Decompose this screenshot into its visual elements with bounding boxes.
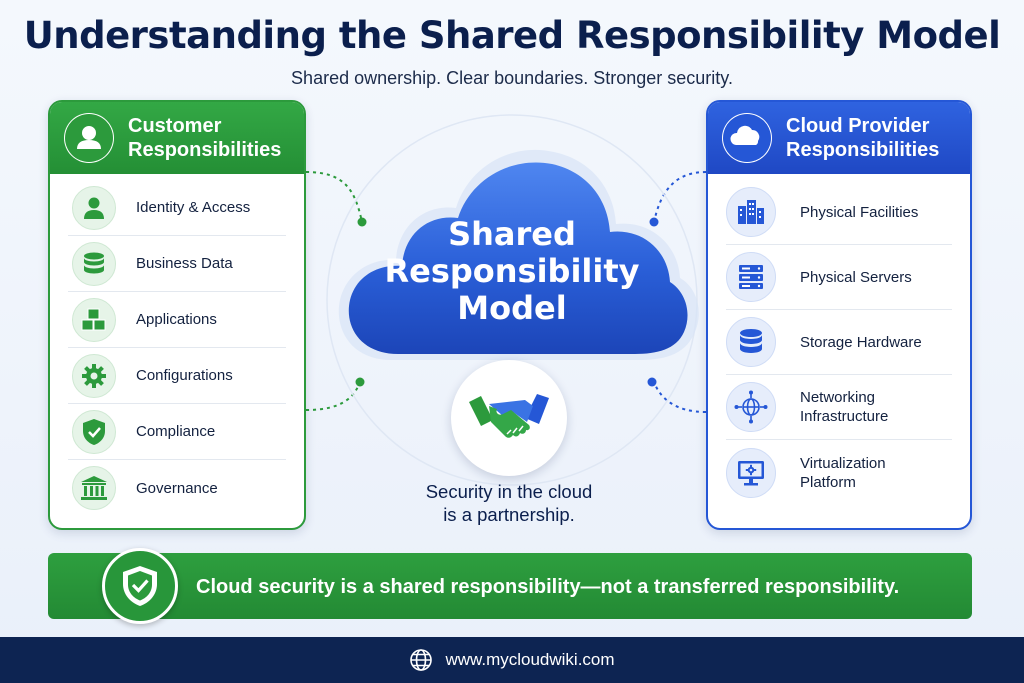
customer-item-identity: Identity & Access [68, 180, 286, 236]
handshake-icon [451, 360, 567, 476]
provider-item-label: Virtualization Platform [800, 454, 886, 492]
customer-item-applications: Applications [68, 292, 286, 348]
partnership-tagline: Security in the cloud is a partnership. [0, 480, 1018, 526]
network-globe-icon [726, 382, 776, 432]
shield-check-icon [102, 548, 178, 624]
customer-item-compliance: Compliance [68, 404, 286, 460]
footer: www.mycloudwiki.com [0, 637, 1024, 683]
database-icon [72, 241, 116, 286]
provider-item-label-line2: Infrastructure [800, 408, 889, 425]
customer-item-label: Applications [136, 311, 217, 328]
user-icon [72, 185, 116, 230]
storage-icon [726, 317, 776, 367]
provider-item-label: Networking Infrastructure [800, 388, 888, 426]
customer-item-label: Governance [136, 479, 218, 497]
cubes-icon [72, 297, 116, 342]
provider-item-label: Physical Facilities [800, 203, 919, 221]
customer-item-label: Business Data [136, 255, 233, 272]
tagline-line2: is a partnership. [443, 504, 575, 525]
provider-item-label: Storage Hardware [800, 333, 922, 351]
provider-heading-line1: Cloud Provider [786, 115, 930, 137]
cloud-title-line2: Responsibility [384, 252, 640, 290]
tagline-line1: Security in the cloud [425, 481, 593, 502]
provider-heading-line2: Responsibilities [786, 139, 940, 161]
shield-check-icon [72, 409, 116, 454]
provider-item-physical-facilities: Physical Facilities [726, 180, 952, 245]
customer-responsibilities-panel: Customer Responsibilities Identity & Acc… [48, 100, 306, 530]
provider-item-label-line1: Networking [800, 389, 876, 406]
customer-heading-line2: Responsibilities [128, 139, 282, 161]
cloud-title-line1: Shared [448, 215, 576, 253]
customer-item-label: Compliance [136, 423, 216, 440]
customer-heading-line1: Customer [128, 115, 222, 137]
customer-item-configurations: Configurations [68, 348, 286, 404]
footer-url[interactable]: www.mycloudwiki.com [445, 650, 615, 669]
customer-item-business-data: Business Data [68, 236, 286, 292]
cloud-icon [722, 113, 772, 163]
banner-text: Cloud security is a shared responsibilit… [196, 576, 900, 598]
shared-model-cloud [338, 149, 699, 360]
provider-item-storage-hardware: Storage Hardware [726, 310, 952, 375]
customer-panel-header: Customer Responsibilities [50, 102, 304, 174]
globe-icon [409, 648, 433, 672]
provider-item-virtualization: Virtualization Platform [726, 440, 952, 505]
building-icon [726, 187, 776, 237]
provider-responsibilities-panel: Cloud Provider Responsibilities Physical… [706, 100, 972, 530]
customer-item-label: Identity & Access [136, 199, 251, 216]
provider-item-networking: Networking Infrastructure [726, 375, 952, 440]
provider-item-label-line2: Platform [800, 473, 856, 491]
server-icon [726, 252, 776, 302]
provider-item-label-line1: Virtualization [800, 454, 886, 472]
key-message-banner [48, 553, 972, 619]
cloud-title: Shared Responsibility Model [0, 216, 1024, 327]
provider-item-physical-servers: Physical Servers [726, 245, 952, 310]
customer-item-label: Configurations [136, 367, 233, 384]
provider-item-label: Physical Servers [800, 268, 912, 286]
page-title: Understanding the Shared Responsibility … [23, 14, 1001, 57]
cloud-title-line3: Model [457, 289, 567, 327]
provider-panel-header: Cloud Provider Responsibilities [708, 102, 970, 174]
gear-icon [72, 353, 116, 398]
institution-icon [72, 466, 116, 510]
user-icon [64, 113, 114, 163]
page-subtitle: Shared ownership. Clear boundaries. Stro… [291, 68, 733, 88]
customer-item-governance: Governance [68, 460, 286, 516]
monitor-gear-icon [726, 447, 776, 498]
